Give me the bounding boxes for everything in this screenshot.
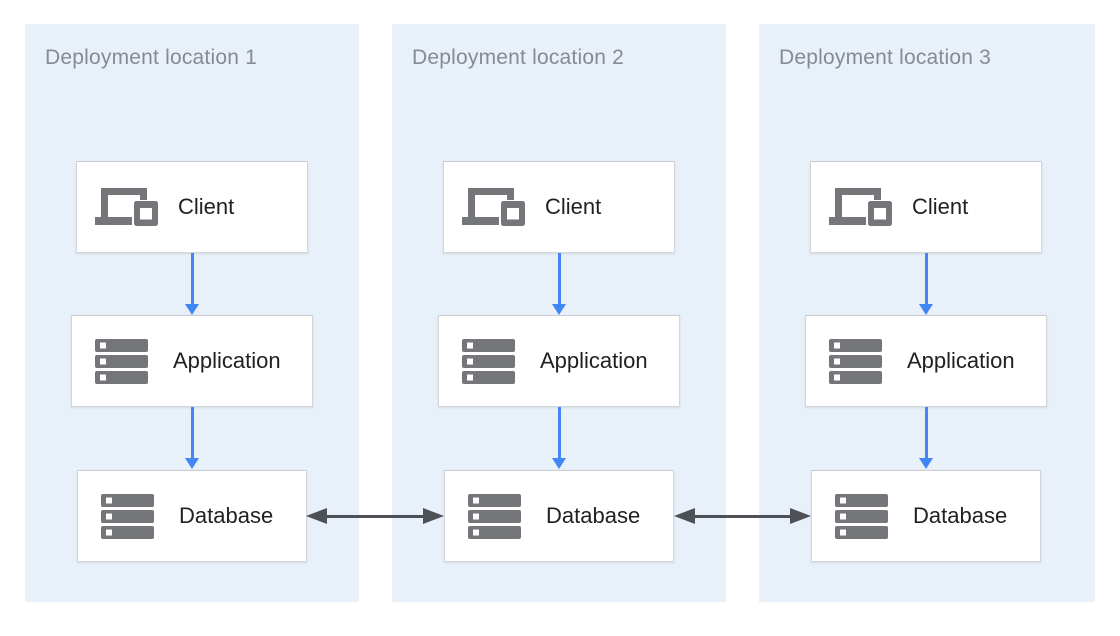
deployment-panel-1: Deployment location 1 Client bbox=[25, 24, 359, 602]
client-node: Client bbox=[443, 161, 675, 253]
deployment-panel-3: Deployment location 3 Client bbox=[759, 24, 1095, 602]
node-label: Client bbox=[178, 194, 235, 219]
devices-icon bbox=[95, 188, 158, 226]
node-label: Application bbox=[173, 348, 281, 373]
client-node: Client bbox=[76, 161, 308, 253]
storage-icon bbox=[457, 338, 520, 384]
application-node: Application bbox=[805, 315, 1047, 407]
storage-icon bbox=[824, 338, 887, 384]
application-node: Application bbox=[438, 315, 680, 407]
deployment-panel-2: Deployment location 2 Client bbox=[392, 24, 726, 602]
node-label: Application bbox=[907, 348, 1015, 373]
panel-title: Deployment location 2 bbox=[412, 46, 624, 69]
panel-title: Deployment location 1 bbox=[45, 46, 257, 69]
panel-title: Deployment location 3 bbox=[779, 46, 991, 69]
database-node: Database bbox=[444, 470, 674, 562]
node-label: Client bbox=[545, 194, 602, 219]
flow-arrow bbox=[919, 407, 933, 469]
node-label: Client bbox=[912, 194, 969, 219]
devices-icon bbox=[829, 188, 892, 226]
storage-icon bbox=[463, 493, 526, 539]
storage-icon bbox=[96, 493, 159, 539]
flow-arrow bbox=[185, 253, 199, 315]
flow-arrow bbox=[919, 253, 933, 315]
storage-icon bbox=[830, 493, 893, 539]
node-label: Application bbox=[540, 348, 648, 373]
storage-icon bbox=[90, 338, 153, 384]
devices-icon bbox=[462, 188, 525, 226]
database-node: Database bbox=[811, 470, 1041, 562]
flow-arrow bbox=[552, 253, 566, 315]
database-node: Database bbox=[77, 470, 307, 562]
node-label: Database bbox=[179, 503, 274, 528]
replication-arrow bbox=[674, 507, 811, 525]
flow-arrow bbox=[552, 407, 566, 469]
flow-arrow bbox=[185, 407, 199, 469]
node-label: Database bbox=[546, 503, 641, 528]
application-node: Application bbox=[71, 315, 313, 407]
replication-arrow bbox=[306, 507, 444, 525]
client-node: Client bbox=[810, 161, 1042, 253]
node-label: Database bbox=[913, 503, 1008, 528]
